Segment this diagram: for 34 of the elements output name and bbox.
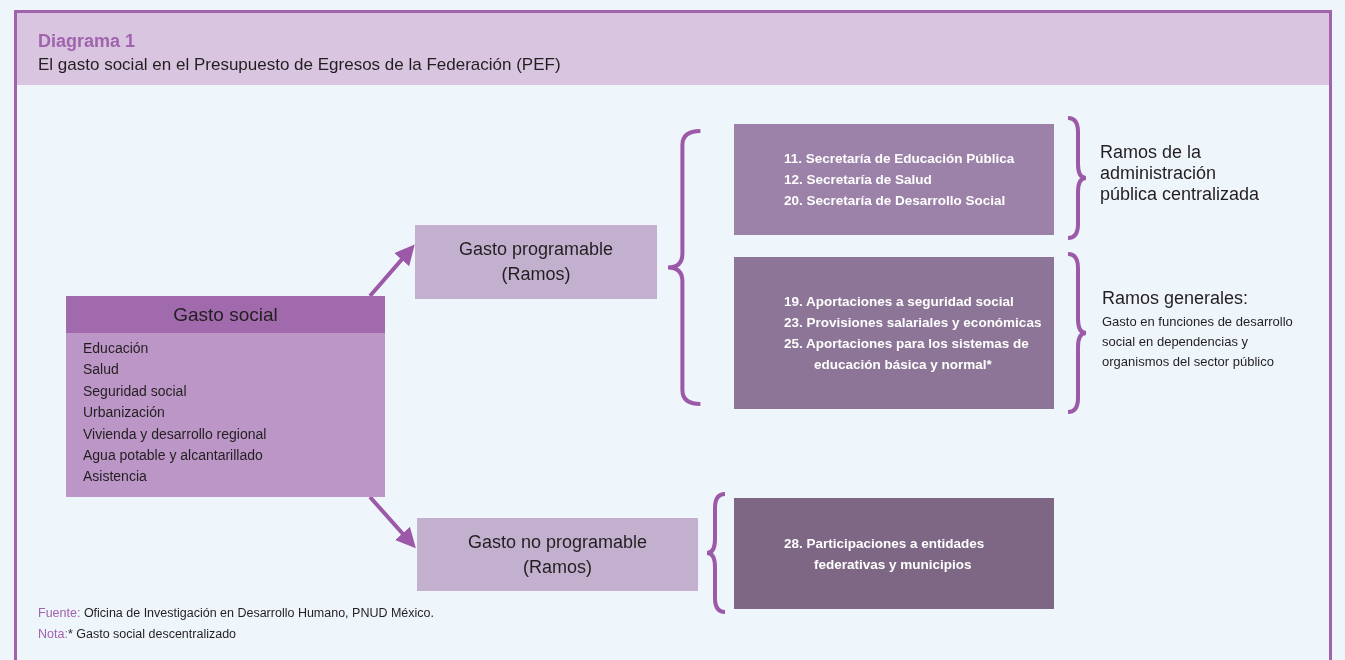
ramo-item: 20. Secretaría de Desarrollo Social	[784, 192, 1007, 210]
list-item: Educación	[83, 339, 150, 358]
list-item: Agua potable y alcantarillado	[83, 446, 264, 466]
arrow	[368, 495, 416, 549]
process-box	[417, 518, 698, 591]
arrow	[368, 244, 415, 298]
card-heading: Gasto social	[173, 303, 278, 326]
list-item: Urbanización	[83, 403, 166, 423]
source-text: Oficina de Investigación en Desarrollo Humano, PNUD México.	[83, 606, 435, 620]
list-item: Salud	[83, 360, 120, 380]
box-label: Gasto programable (Ramos)	[457, 238, 615, 286]
list-item: Asistencia	[83, 467, 148, 487]
note-text: * Gasto social descentralizado	[67, 627, 237, 641]
ramos-box	[734, 257, 1054, 409]
side-heading: Ramos de la administración pública centralizada	[1100, 142, 1261, 205]
ramos-box	[734, 124, 1054, 235]
ramo-item: 28. Participaciones a entidades federativas y municipios	[784, 534, 986, 574]
ramo-item: 12. Secretaría de Salud	[784, 171, 933, 189]
ramos-box	[734, 498, 1054, 609]
box-label: Gasto no programable (Ramos)	[467, 530, 648, 579]
ramo-item: 11. Secretaría de Educación Pública	[784, 150, 1016, 168]
source-label: Fuente:	[38, 606, 81, 620]
list-item: Vivienda y desarrollo regional	[83, 424, 268, 444]
ramo-item: 19. Aportaciones a seguridad social	[784, 293, 1015, 311]
category-card	[66, 296, 385, 497]
side-heading: Ramos generales:	[1102, 288, 1250, 309]
diagram-title: Diagrama 1	[38, 31, 136, 52]
note-label: Nota:	[38, 627, 68, 641]
ramo-item: 23. Provisiones salariales y económicas	[784, 314, 1043, 332]
ramo-item: 25. Aportaciones para los sistemas de educación básica y normal*	[784, 335, 1030, 374]
subtitle: El gasto social en el Presupuesto de Egresos de la Federación (PEF)	[38, 55, 561, 74]
side-note: Gasto en funciones de desarrollo social en dependencias y organismos del sector público	[1102, 313, 1294, 371]
process-box	[415, 225, 657, 299]
list-item: Seguridad social	[83, 381, 188, 401]
